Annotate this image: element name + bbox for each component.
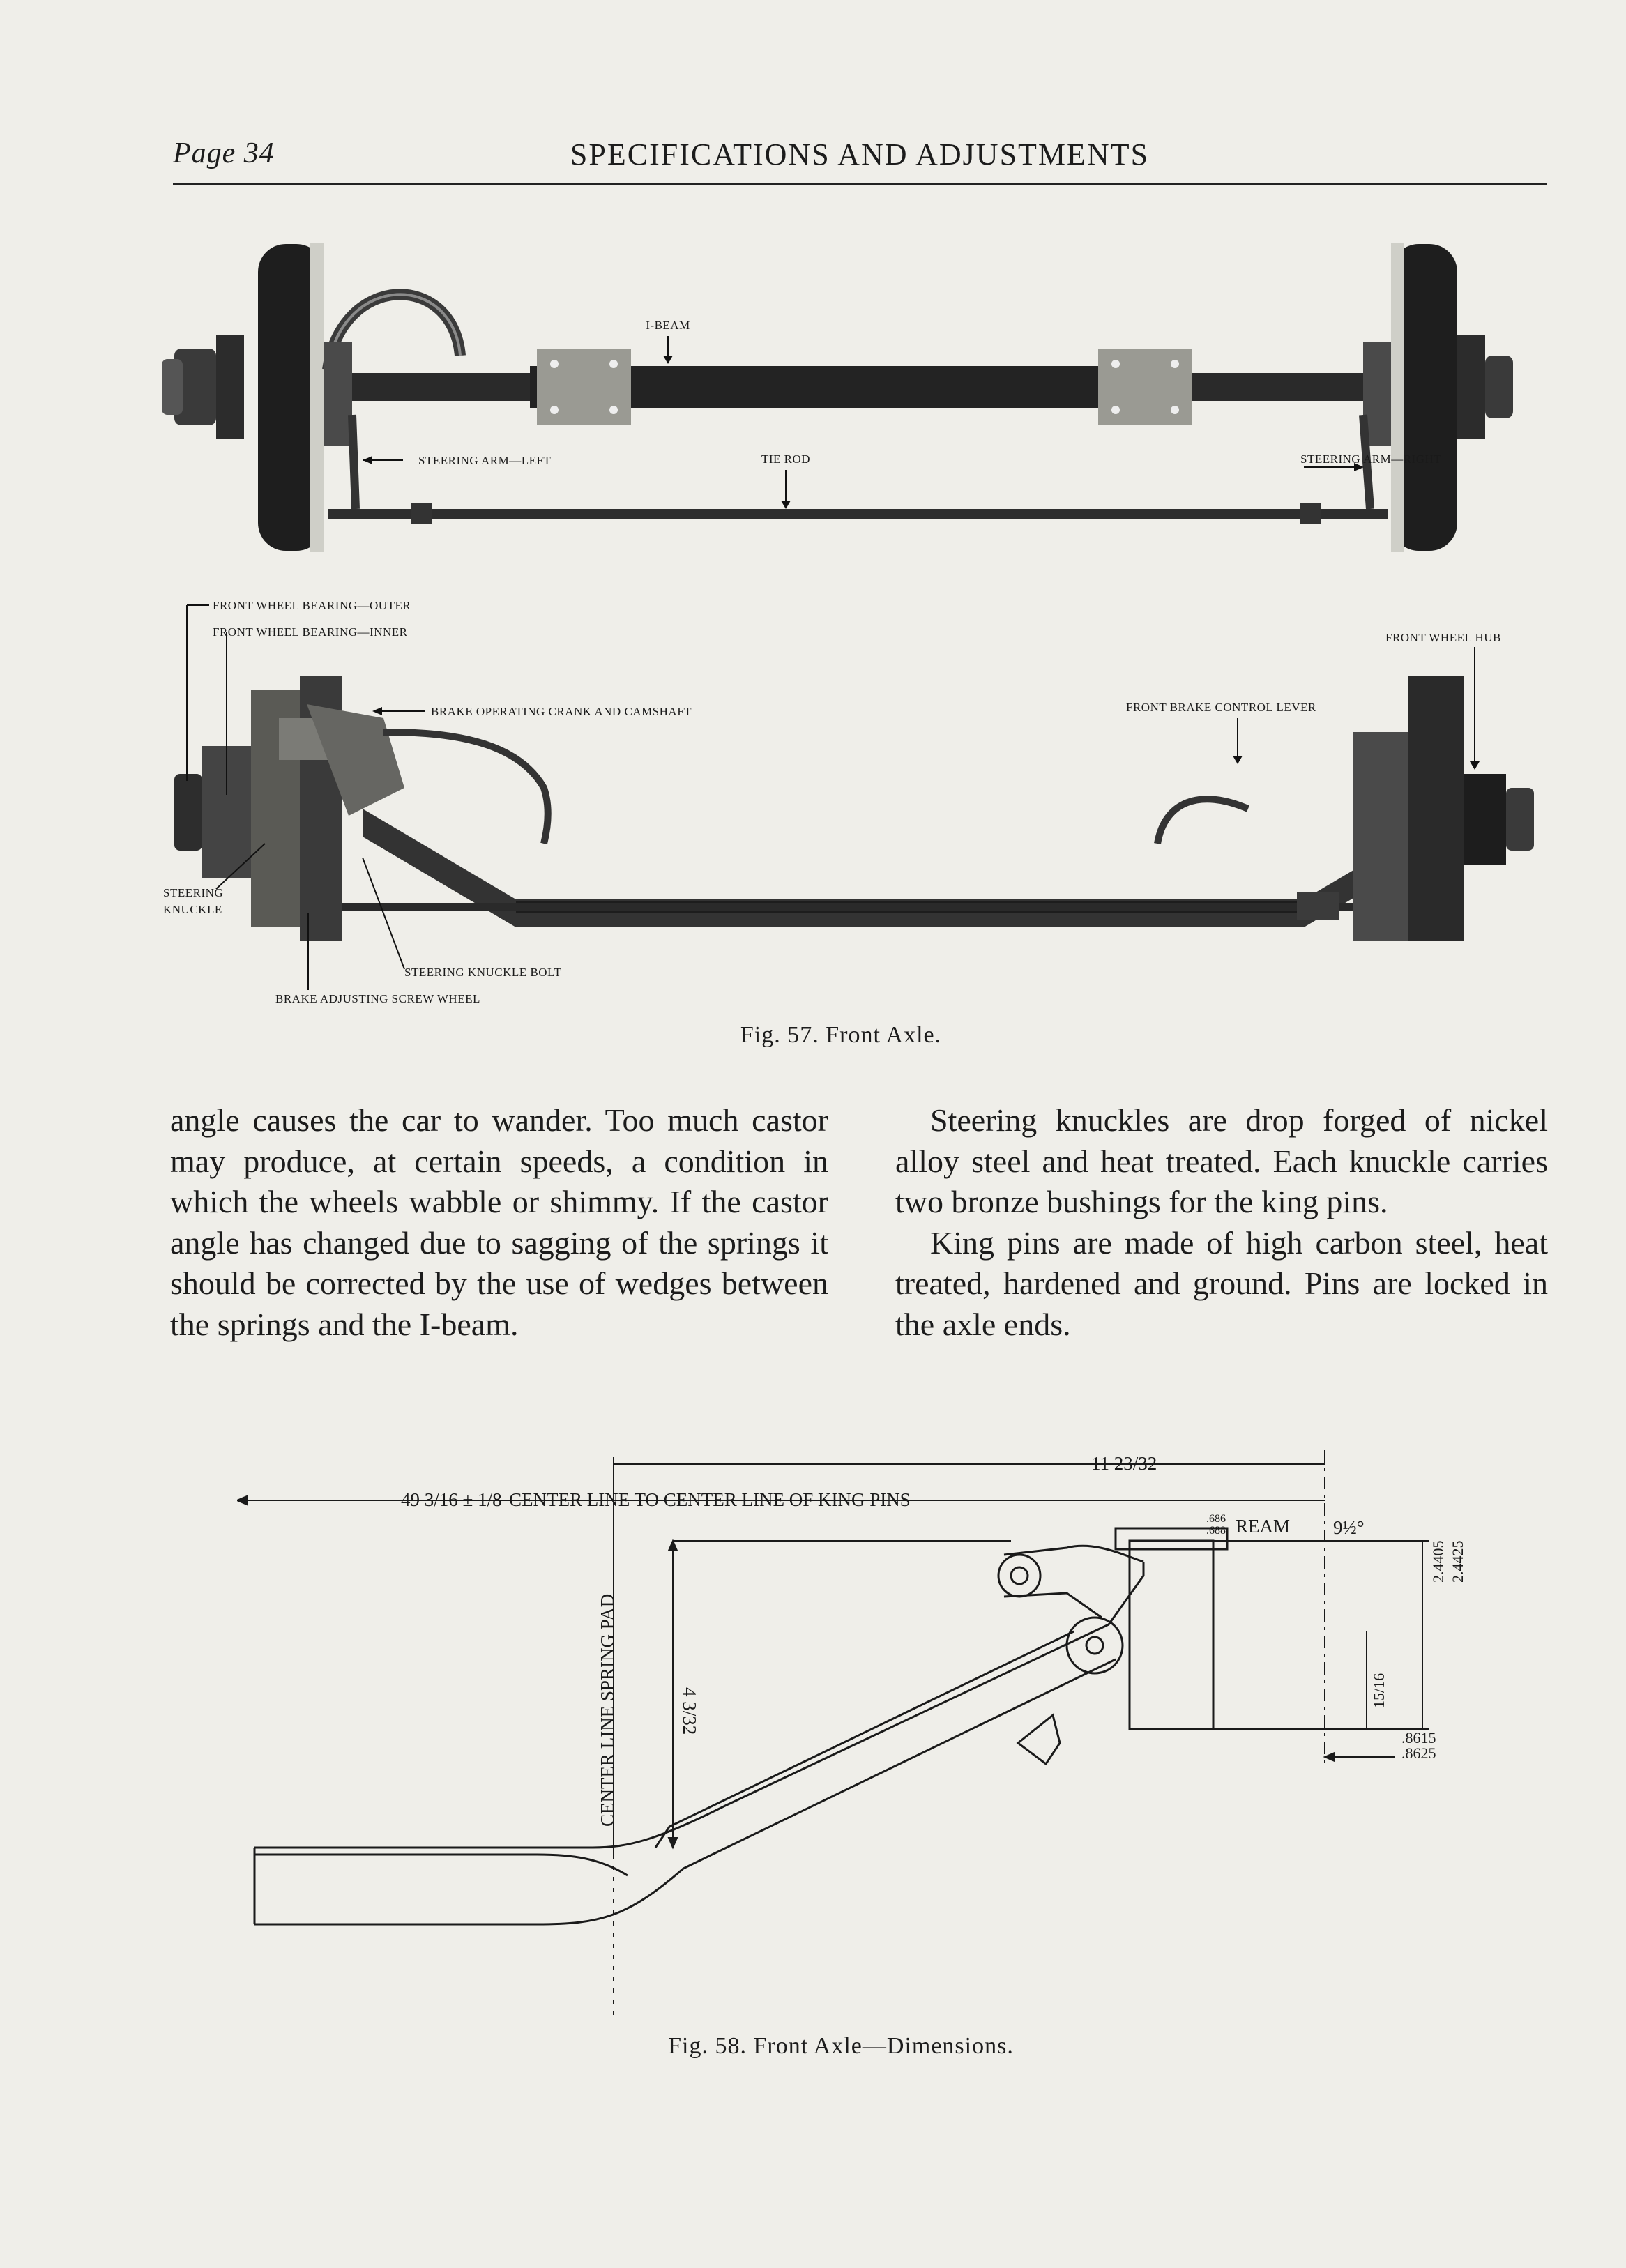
label-steering-knuckle-2: KNUCKLE	[163, 903, 222, 916]
page-number: Page 34	[173, 137, 275, 169]
dim-dia-lower: .8625	[1401, 1744, 1436, 1762]
paragraph-steering-knuckles: Steering knuckles are drop forged of nic…	[895, 1102, 1548, 1219]
label-bearing-inner: FRONT WHEEL BEARING—INNER	[213, 625, 408, 639]
label-brake-lever: FRONT BRAKE CONTROL LEVER	[1126, 701, 1316, 714]
figure-58-caption: Fig. 58. Front Axle—Dimensions.	[668, 2033, 1014, 2059]
dim-knuckle-width: 15/16	[1370, 1673, 1388, 1708]
page-header: Page 34 SPECIFICATIONS AND ADJUSTMENTS	[173, 137, 1547, 185]
dim-ream-upper: .686	[1206, 1513, 1226, 1525]
label-steering-arm-right: STEERING ARM—RIGHT	[1300, 452, 1441, 466]
body-text-right: Steering knuckles are drop forged of nic…	[895, 1100, 1548, 1345]
dim-bore-lower: 2.4425	[1449, 1541, 1466, 1583]
figure-57-caption: Fig. 57. Front Axle.	[740, 1022, 942, 1048]
label-i-beam: I-BEAM	[646, 319, 690, 332]
label-bearing-outer: FRONT WHEEL BEARING—OUTER	[213, 599, 411, 612]
paragraph-king-pins: King pins are made of high carbon steel,…	[895, 1224, 1548, 1342]
label-wheel-hub: FRONT WHEEL HUB	[1385, 631, 1501, 644]
label-tie-rod: TIE ROD	[761, 452, 810, 466]
axle-section-illustration	[174, 676, 1534, 941]
label-steering-knuckle-1: STEERING	[163, 886, 223, 899]
label-brake-crank: BRAKE OPERATING CRANK AND CAMSHAFT	[431, 705, 692, 718]
dim-dia-upper: .8615	[1401, 1729, 1436, 1746]
dim-bore-upper: 2.4405	[1429, 1541, 1447, 1583]
axle-dimensions-drawing: 49 3/16 ± 1/8 CENTER LINE TO CENTER LINE…	[237, 1450, 1466, 2015]
running-title: SPECIFICATIONS AND ADJUSTMENTS	[570, 137, 1150, 172]
axle-top-illustration	[162, 243, 1513, 552]
dim-kingpin-distance: 49 3/16 ± 1/8	[401, 1489, 502, 1510]
body-text-left: angle causes the car to wander. Too much…	[170, 1100, 828, 1345]
dim-height: 4 3/32	[679, 1687, 700, 1735]
dim-offset: 11 23/32	[1091, 1453, 1157, 1474]
dim-angle: 9½°	[1333, 1517, 1365, 1538]
label-adjusting-screw: BRAKE ADJUSTING SCREW WHEEL	[275, 992, 480, 1005]
dim-ream-lower: .688	[1206, 1525, 1226, 1537]
label-steering-arm-left: STEERING ARM—LEFT	[418, 454, 551, 467]
dim-spring-pad: CENTER LINE SPRING PAD	[597, 1594, 618, 1827]
dim-center-line-text: CENTER LINE TO CENTER LINE OF KING PINS	[509, 1489, 911, 1510]
front-axle-figure: I-BEAM STEERING ARM—LEFT TIE ROD STEERIN…	[162, 243, 1534, 1005]
dim-ream: REAM	[1236, 1516, 1290, 1537]
paragraph-castor: angle causes the car to wander. Too much…	[170, 1102, 828, 1342]
label-knuckle-bolt: STEERING KNUCKLE BOLT	[404, 966, 561, 979]
